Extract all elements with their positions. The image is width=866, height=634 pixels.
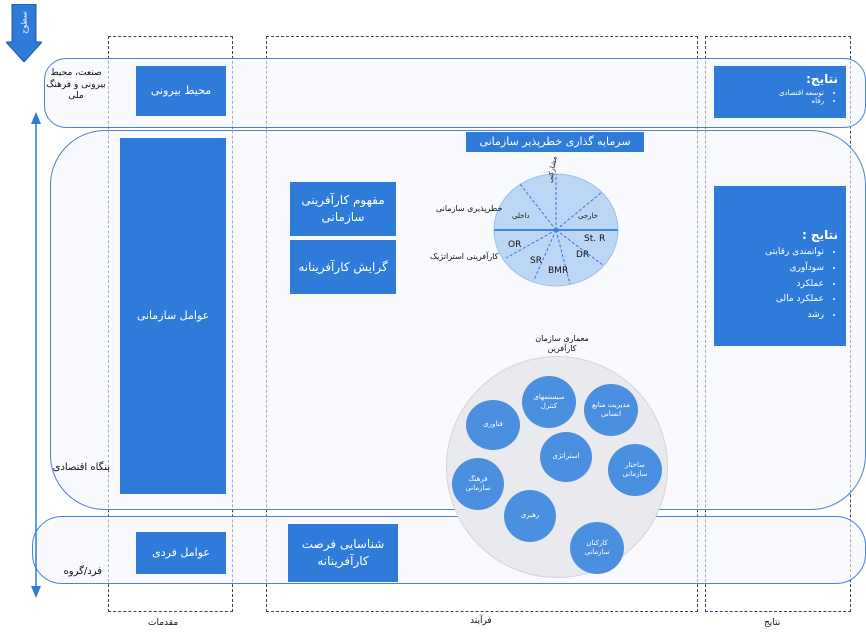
level-label-individual: فرد/گروه bbox=[63, 566, 102, 577]
wheel-label-strategic: کارآفرینی استراتژیک bbox=[430, 252, 499, 261]
results-mid-item: عملکرد bbox=[722, 277, 825, 293]
levels-badge: سطوح bbox=[6, 4, 42, 62]
results-top-box: نتایج: توسعه اقتصادی رفاه bbox=[714, 66, 846, 118]
bubble-culture: فرهنگ سازمانی bbox=[452, 458, 504, 510]
column-label-process: فرآیند bbox=[470, 616, 492, 626]
bubble-technology: فناوری bbox=[466, 400, 520, 450]
external-environment-box: محیط بیرونی bbox=[136, 66, 226, 116]
concept-box: مفهوم کارآفرینی سازمانی bbox=[290, 182, 396, 236]
risk-wheel bbox=[493, 173, 619, 287]
bubble-hr: مدیریت منابع انسانی bbox=[584, 384, 638, 436]
bubble-strategy: استراتژی bbox=[540, 432, 592, 482]
bubble-control-systems: سیستمهای کنترل bbox=[522, 376, 576, 428]
column-label-antecedents: مقدمات bbox=[148, 618, 179, 628]
individual-factors-box: عوامل فردی bbox=[136, 532, 226, 574]
results-mid-item: توانمندی رقابتی bbox=[722, 245, 824, 261]
opportunity-box: شناسایی فرصت کارآفرینانه bbox=[288, 524, 398, 582]
level-label-industry: صنعت، محیط بیرونی و فرهنگ ملی bbox=[46, 68, 106, 102]
wheel-label-risk: خطرپذیری سازمانی bbox=[436, 204, 503, 213]
wheel-bmr: BMR bbox=[548, 266, 569, 276]
levels-badge-text: سطوح bbox=[19, 11, 29, 34]
results-mid-item: عملکرد مالی bbox=[722, 292, 824, 308]
results-mid-box: نتایج : توانمندی رقابتی سودآوری عملکرد ع… bbox=[714, 186, 846, 346]
wheel-or: OR bbox=[508, 240, 522, 250]
organizational-factors-box: عوامل سازمانی bbox=[120, 138, 226, 494]
bubble-leadership: رهبری bbox=[504, 490, 556, 542]
wheel-sr: SR bbox=[530, 256, 542, 266]
wheel-str: St. R bbox=[584, 234, 606, 244]
wheel-external: خارجی bbox=[578, 212, 599, 220]
results-top-item: رفاه bbox=[722, 97, 824, 105]
column-label-outcomes: نتایج bbox=[764, 618, 781, 628]
bubble-structure: ساختار سازمانی bbox=[608, 444, 662, 496]
results-mid-item: رشد bbox=[722, 308, 824, 324]
level-label-firm: بنگاه اقتصادی bbox=[52, 462, 110, 473]
wheel-internal: داخلی bbox=[512, 212, 530, 220]
results-mid-item: سودآوری bbox=[722, 261, 824, 277]
results-top-item: توسعه اقتصادی bbox=[722, 89, 824, 97]
risk-venturing-title: سرمایه گذاری خطرپذیر سازمانی bbox=[466, 132, 644, 152]
results-top-title: نتایج: bbox=[806, 72, 838, 86]
architecture-title: معماری سازمان کارآفرین bbox=[535, 334, 589, 354]
orientation-box: گرایش کارآفرینانه bbox=[290, 240, 396, 294]
wheel-dr: DR bbox=[576, 250, 590, 260]
results-mid-title: نتایج : bbox=[801, 228, 838, 242]
bubble-employees: کارکنان سازمانی bbox=[570, 522, 624, 574]
